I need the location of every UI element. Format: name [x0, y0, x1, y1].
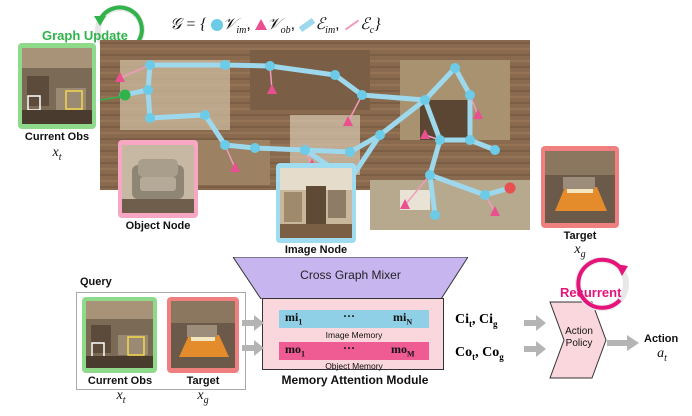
query-current-obs-image: [86, 301, 153, 368]
action-arrow: [607, 335, 639, 351]
query-to-memory-arrows: [242, 315, 264, 356]
query-current-obs-caption: Current Obs: [87, 375, 153, 387]
query-current-obs-variable: xt: [106, 388, 136, 406]
legend-e-c: ℰ: [360, 16, 370, 33]
memory-attention-module-label: Memory Attention Module: [281, 373, 429, 387]
ci-output: Cit, Cig: [455, 312, 498, 329]
current-obs-frame: [18, 43, 96, 129]
image-node-caption: Image Node: [284, 244, 348, 256]
graph-legend: 𝒢 = { 𝒱im, 𝒱ob, ℰim, ℰc}: [170, 16, 381, 37]
image-memory-last: miN: [393, 310, 413, 327]
query-current-obs-var: x: [116, 388, 123, 403]
object-memory-bar: [279, 342, 429, 360]
current-obs-variable: xt: [42, 145, 72, 163]
current-obs-var: x: [52, 145, 59, 160]
query-target-variable: xg: [188, 388, 218, 406]
image-node-legend-icon: [211, 18, 224, 31]
legend-v-ob: 𝒱: [267, 16, 281, 33]
image-node-image: [280, 168, 352, 238]
target-frame: [541, 146, 619, 228]
legend-v-ob-sub: ob: [280, 25, 291, 37]
image-edge-legend-icon: [299, 17, 316, 32]
query-current-obs-frame: [82, 297, 157, 373]
action-label: Action: [644, 333, 679, 345]
object-node-frame: [118, 140, 198, 218]
legend-rhs: }: [374, 16, 381, 33]
image-memory-dots: ···: [343, 309, 356, 323]
image-node-frame: [276, 163, 356, 243]
image-memory-bar: [279, 310, 429, 328]
action-policy-shape: [549, 301, 607, 379]
legend-v-im-sub: im: [236, 25, 247, 37]
action-policy-line1: Action: [565, 326, 593, 337]
target-variable: xg: [565, 242, 595, 260]
object-memory-label: Object Memory: [325, 361, 383, 371]
query-frame: [76, 292, 246, 390]
legend-e-im-sub: im: [325, 25, 336, 37]
query-target-image: [171, 301, 235, 368]
current-obs-sub: t: [58, 151, 62, 163]
cross-graph-mixer-shape: [233, 257, 468, 299]
action-policy-line2: Policy: [565, 338, 593, 349]
action-sub: t: [664, 352, 667, 364]
query-target-var: x: [197, 388, 204, 403]
object-memory-last: moM: [391, 342, 415, 359]
query-label: Query: [80, 276, 112, 288]
legend-e-c-sub: c: [369, 25, 375, 37]
image-memory-label: Image Memory: [325, 330, 383, 340]
target-caption: Target: [563, 230, 597, 242]
object-memory-dots: ···: [343, 341, 356, 355]
recurrent-label: Recurrent: [560, 285, 622, 300]
target-sub: g: [580, 248, 586, 260]
action-var: a: [657, 346, 665, 361]
cross-graph-mixer-label: Cross Graph Mixer: [300, 268, 401, 282]
target-var: x: [574, 242, 581, 257]
query-target-caption: Target: [186, 375, 220, 387]
query-target-frame: [167, 297, 239, 373]
graph-update-label: Graph Update: [42, 28, 128, 43]
legend-v-im: 𝒱: [223, 16, 237, 33]
action-policy-label: Action Policy: [556, 326, 602, 350]
query-target-sub: g: [203, 394, 209, 406]
image-memory-first: mi1: [285, 310, 303, 327]
outputs-to-policy-arrows: [524, 315, 546, 357]
object-node-legend-icon: [255, 19, 268, 31]
co-output: Cot, Cog: [455, 345, 504, 362]
target-image: [545, 151, 615, 223]
current-obs-image: [22, 48, 92, 124]
object-node-image: [122, 145, 194, 213]
query-current-obs-sub: t: [122, 394, 126, 406]
legend-lhs: 𝒢 = {: [170, 16, 207, 33]
memory-attention-box: mi1 ··· miN Image Memory mo1 ··· moM Obj…: [262, 298, 444, 371]
action-variable: at: [650, 346, 674, 364]
object-memory-first: mo1: [285, 342, 305, 359]
recurrent-cycle-icon: [575, 257, 629, 311]
object-edge-legend-icon: [344, 19, 360, 31]
legend-e-im: ℰ: [315, 16, 326, 33]
object-node-caption: Object Node: [125, 220, 191, 232]
current-obs-caption: Current Obs: [24, 131, 90, 143]
